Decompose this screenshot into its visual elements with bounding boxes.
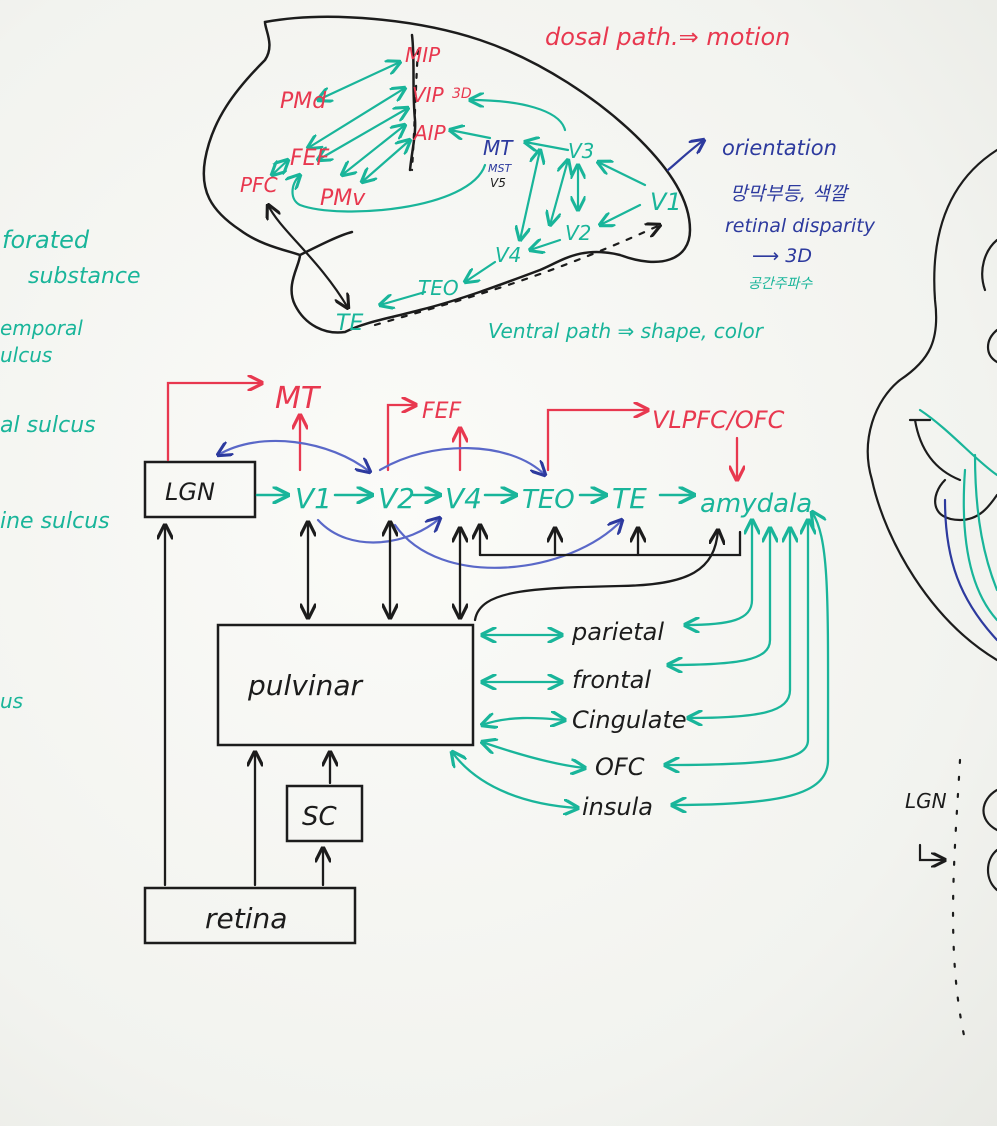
disparity-note: retinal disparity [725, 215, 876, 237]
v4-label: V4 [445, 482, 482, 515]
label-aip: AIP [412, 121, 447, 145]
korean-note: 망막부등, 색깔 [730, 183, 849, 205]
sc-box [285, 784, 364, 843]
label-v2-brain: V2 [565, 221, 591, 245]
v2-label: V2 [378, 482, 415, 515]
dorsal-path-note: dosal path.⇒ motion [545, 23, 790, 51]
teo-label: TEO [522, 485, 575, 515]
ventral-path-note: Ventral path ⇒ shape, color [488, 319, 765, 343]
vlpfc-label: VLPFC/OFC [652, 406, 785, 434]
label-v3-brain: V3 [568, 139, 594, 163]
te-label: TE [612, 482, 647, 515]
label-mt-brain: MT [483, 136, 514, 160]
left-margin-text: forated substance emporal ulcus al sulcu… [0, 226, 141, 713]
label-mst: MST [488, 162, 512, 175]
flow-black-arrows [165, 522, 742, 887]
margin-line-7: us [0, 689, 23, 713]
label-v1-brain: V1 [650, 188, 682, 216]
margin-line-4: ulcus [0, 343, 52, 367]
margin-line-2: substance [28, 264, 141, 289]
orientation-note: orientation [722, 136, 837, 160]
lgn-box [143, 460, 257, 519]
target-parietal: parietal [571, 618, 664, 646]
retina-label: retina [205, 902, 287, 935]
label-pmv: PMv [320, 186, 366, 211]
right-edge-drawing [866, 148, 997, 1042]
flow-blue-arcs [218, 439, 622, 569]
amygdala-target-arrows [665, 512, 830, 805]
label-v5: V5 [490, 176, 506, 190]
label-vip: VIP [412, 83, 445, 107]
cortex-target-labels: parietal frontal Cingulate OFC insula [571, 618, 687, 821]
brain-labels: MIP VIP 3D AIP PMd FEF PFC PMv MT MST V5… [240, 43, 682, 336]
target-insula: insula [582, 793, 653, 821]
sc-label: SC [302, 802, 338, 832]
label-mip: MIP [405, 43, 441, 67]
pulvinar-target-arrows [452, 635, 585, 808]
label-pfc-brain: PFC [240, 173, 278, 197]
to-3d-note: ⟶ 3D [752, 245, 812, 267]
amygdala-label: amydala [700, 489, 812, 519]
freq-note: 공간주파수 [748, 276, 814, 292]
label-fef-brain: FEF [290, 146, 330, 171]
label-v4-brain: V4 [495, 243, 521, 267]
margin-line-6: ine sulcus [0, 509, 110, 534]
label-pmd: PMd [280, 89, 327, 114]
margin-line-1: forated [2, 226, 90, 254]
lgn-label: LGN [165, 478, 215, 506]
flow-box-labels: LGN pulvinar SC retina [165, 478, 364, 935]
side-notes: dosal path.⇒ motion Ventral path ⇒ shape… [488, 23, 876, 343]
flow-boxes [143, 460, 475, 945]
pulvinar-label: pulvinar [247, 669, 364, 702]
pulvinar-box [216, 623, 475, 747]
target-ofc: OFC [595, 753, 645, 781]
fef-label: FEF [422, 399, 462, 424]
label-te-brain: TE [336, 311, 363, 336]
target-frontal: frontal [572, 666, 651, 694]
label-vip-note: 3D [452, 86, 472, 102]
margin-line-5: al sulcus [0, 413, 96, 438]
right-lgn-label: LGN [905, 789, 947, 813]
v1-label: V1 [295, 482, 332, 515]
target-cingulate: Cingulate [572, 706, 687, 734]
brain-connections [268, 48, 704, 327]
label-teo-brain: TEO [418, 276, 459, 300]
margin-line-3: emporal [0, 316, 83, 340]
retina-box [143, 886, 357, 945]
flow-chain-labels: V1 V2 V4 TEO TE amydala [295, 482, 812, 519]
flow-red-labels: MT FEF VLPFC/OFC [275, 381, 785, 434]
mt-label: MT [275, 381, 322, 416]
